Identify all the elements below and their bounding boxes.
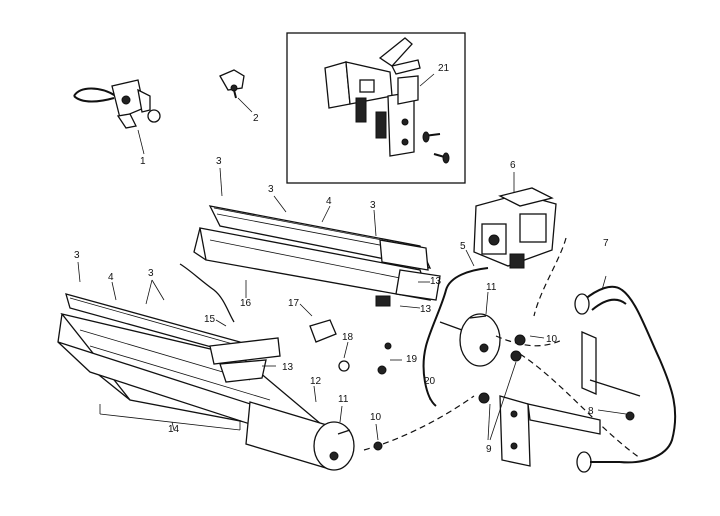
pilot-assembly-inset: 21 (286, 32, 466, 184)
callout-3: 3 (370, 200, 376, 211)
callout-13: 13 (282, 362, 294, 373)
callout-17: 17 (288, 298, 300, 309)
callout-14: 14 (168, 424, 180, 435)
callout-11: 11 (338, 394, 349, 405)
shutoff-valve: 1 (73, 79, 161, 167)
screw-part: 2 (219, 69, 259, 124)
callout-4: 4 (326, 196, 332, 207)
screw-icon (219, 69, 245, 99)
fittings (309, 319, 635, 451)
pilot-assembly-icon (324, 37, 421, 157)
callout-3: 3 (216, 156, 222, 167)
callout-16: 16 (240, 298, 252, 309)
callout-11: 11 (486, 282, 497, 293)
callout-12: 12 (310, 376, 322, 387)
callout-9: 9 (486, 444, 492, 455)
callout-20: 20 (424, 376, 436, 387)
callout-15: 15 (204, 314, 216, 325)
callout-6: 6 (510, 160, 516, 171)
callout-21: 21 (438, 63, 450, 74)
rear-burner-assembly (193, 205, 441, 307)
valve-icon (73, 79, 161, 129)
mounting-bracket (499, 331, 641, 467)
screw-icon (433, 152, 450, 164)
callout-10: 10 (546, 334, 558, 345)
callout-4: 4 (108, 272, 114, 283)
manifold-pipe: 7 (574, 238, 677, 473)
callouts: 3 3 4 3 3 4 3 16 15 13 13 13 17 18 19 20 (74, 156, 627, 455)
callout-3: 3 (74, 250, 80, 261)
callout-18: 18 (342, 332, 354, 343)
callout-7: 7 (603, 238, 609, 249)
callout-3: 3 (148, 268, 154, 279)
callout-13: 13 (430, 276, 442, 287)
callout-10: 10 (370, 412, 382, 423)
gas-valve: 6 (473, 160, 557, 269)
callout-2: 2 (253, 113, 259, 124)
igniter-rod (179, 263, 235, 323)
front-burner-tube (245, 401, 355, 471)
callout-8: 8 (588, 406, 594, 417)
callout-1: 1 (140, 156, 146, 167)
callout-13: 13 (420, 304, 432, 315)
callout-19: 19 (406, 354, 418, 365)
gas-valve-icon (473, 187, 557, 269)
callout-3: 3 (268, 184, 274, 195)
rear-burner-tube (439, 313, 501, 367)
screw-icon (422, 131, 441, 143)
pilot-tube: 5 (422, 241, 489, 407)
callout-5: 5 (460, 241, 466, 252)
